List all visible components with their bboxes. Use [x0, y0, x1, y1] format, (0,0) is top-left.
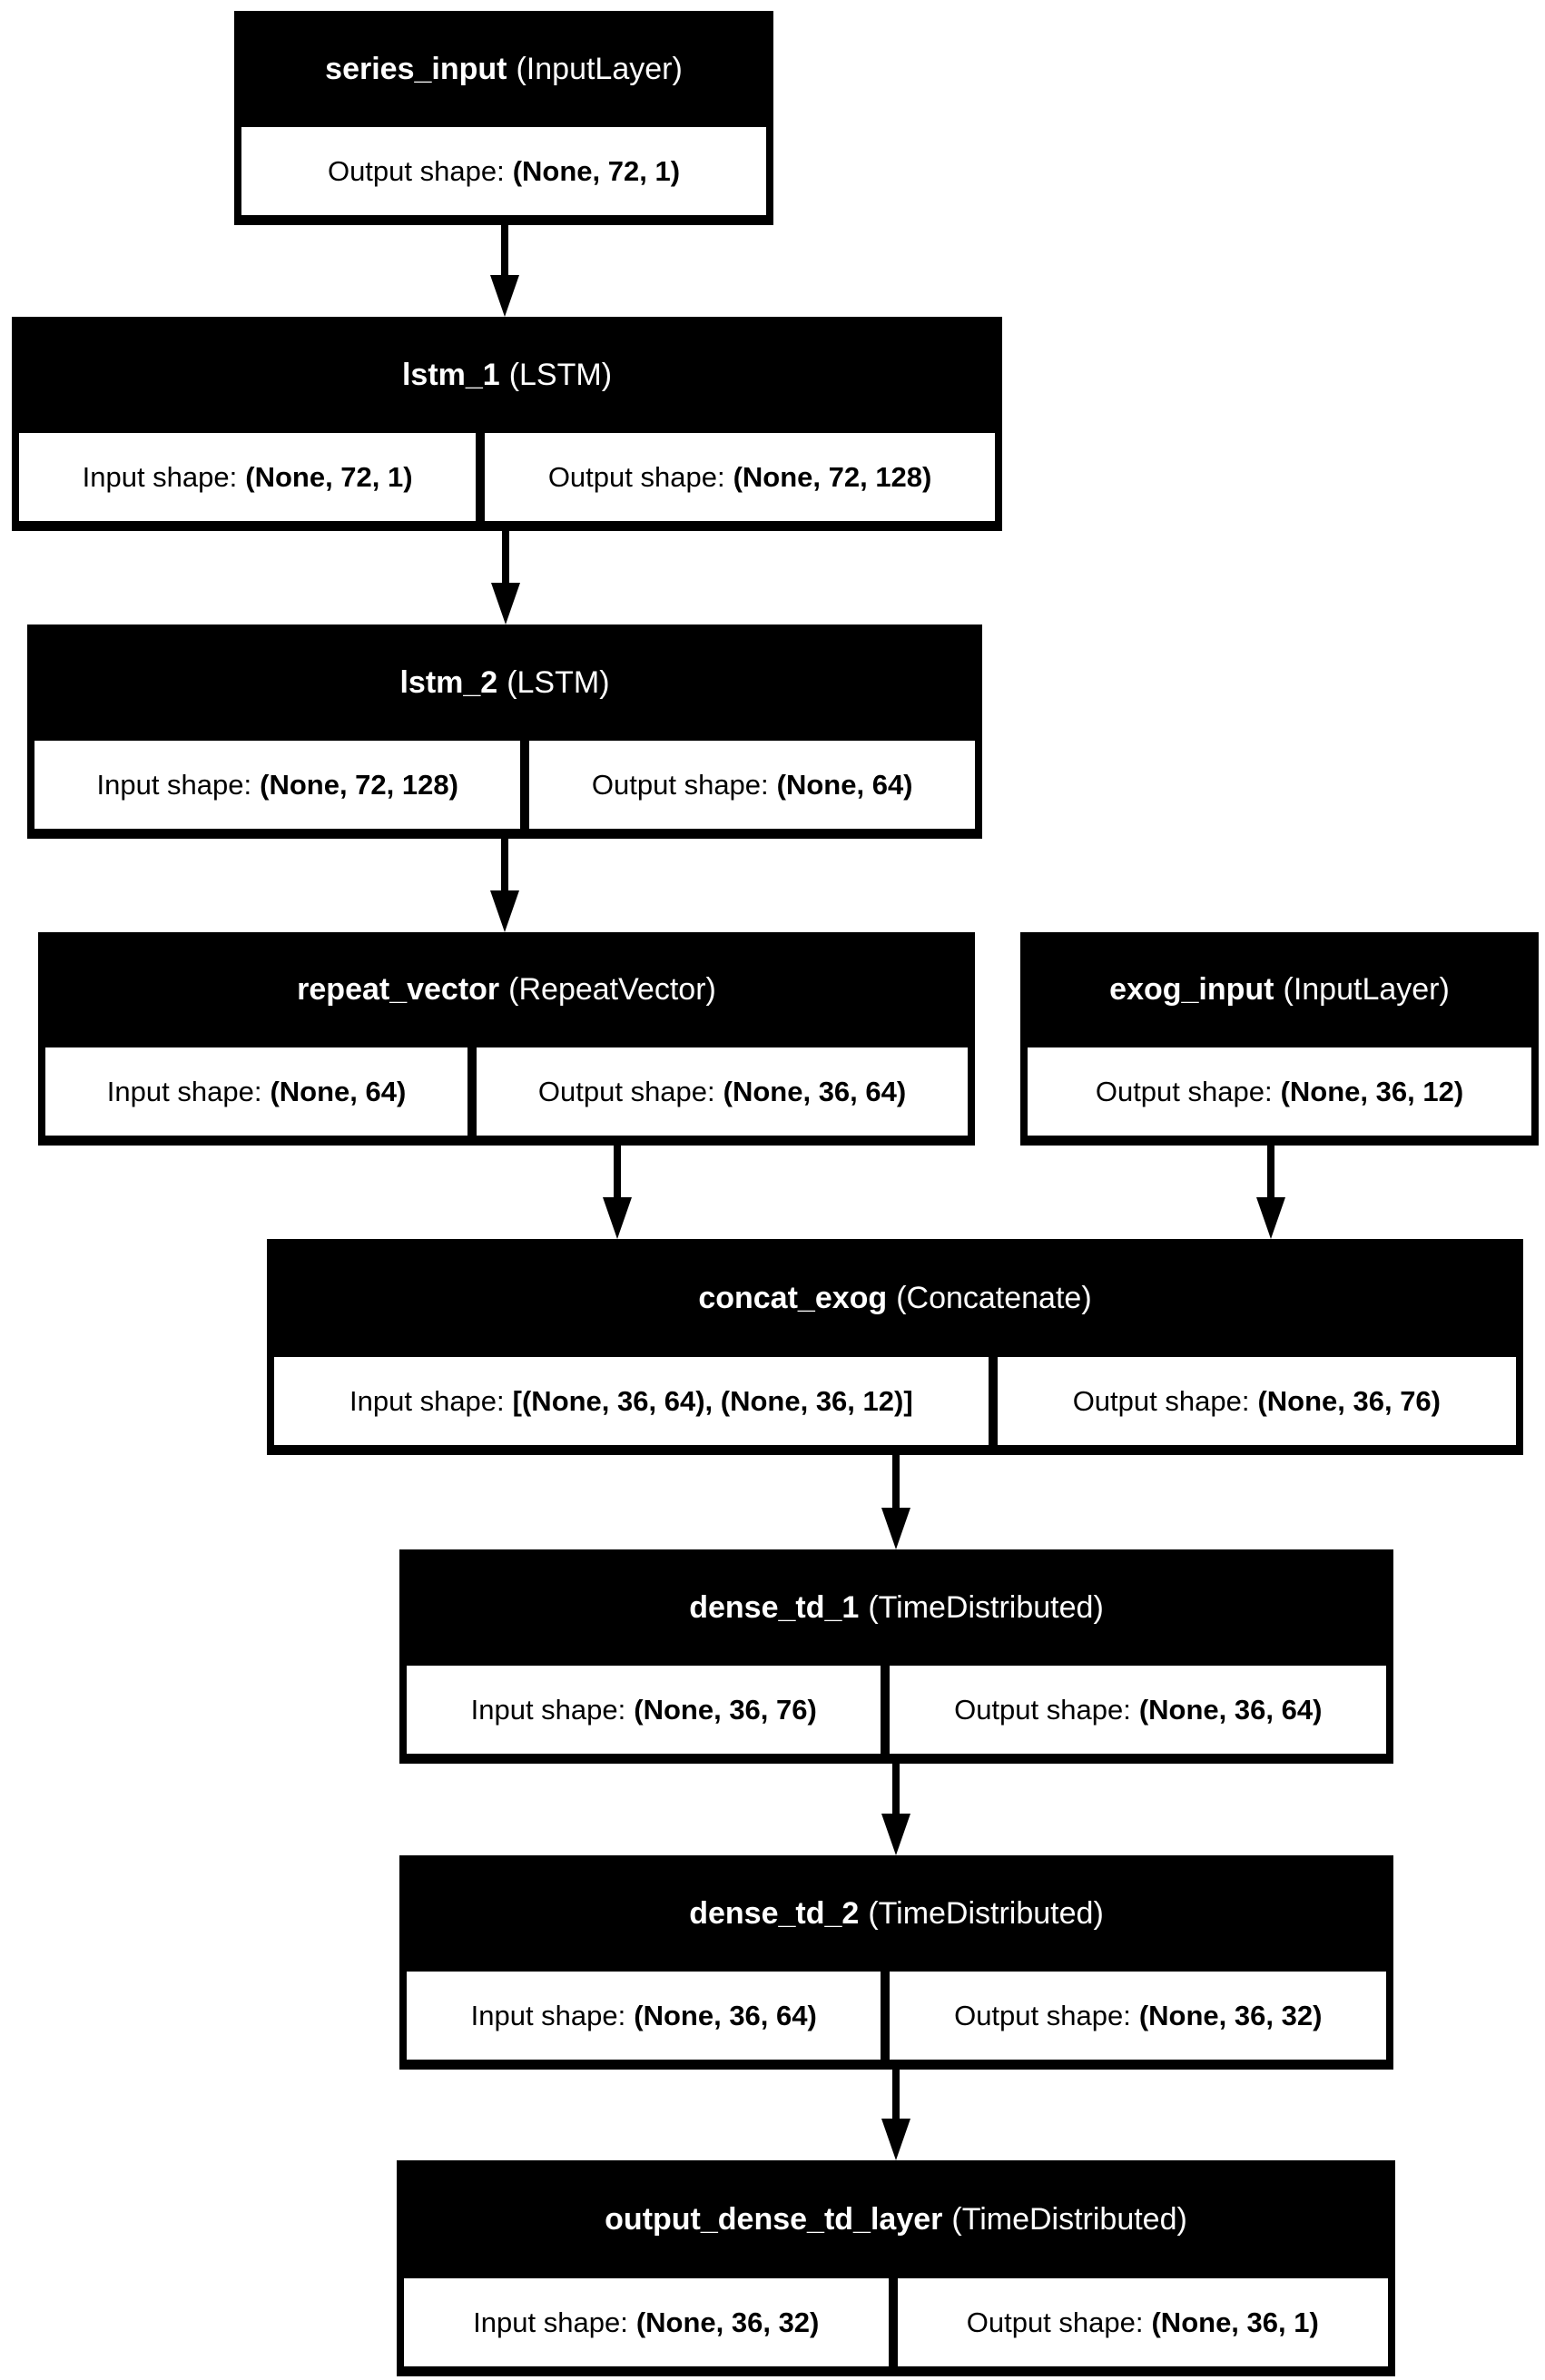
- output-shape-cell: Output shape: (None, 36, 76): [997, 1357, 1517, 1445]
- node-dense-td-2: dense_td_2 (TimeDistributed) Input shape…: [399, 1855, 1393, 2070]
- output-shape-cell: Output shape: (None, 64): [529, 741, 975, 829]
- node-repeat-vector: repeat_vector (RepeatVector) Input shape…: [38, 932, 975, 1146]
- output-shape-cell: Output shape: (None, 36, 64): [477, 1047, 968, 1136]
- shape-cells: Input shape: (None, 36, 64) Output shape…: [407, 1972, 1387, 2060]
- output-shape-cell: Output shape: (None, 72, 1): [241, 127, 766, 215]
- layer-type: (LSTM): [507, 664, 610, 700]
- layer-name: concat_exog: [698, 1280, 888, 1315]
- arrowhead-icon: [1256, 1197, 1285, 1239]
- edge-line: [892, 1455, 900, 1508]
- layer-type: (RepeatVector): [508, 972, 716, 1007]
- layer-type: (InputLayer): [1283, 972, 1450, 1007]
- edge-dense-td-1-to-dense-td-2: [881, 1764, 910, 1855]
- shape-cells: Input shape: (None, 64) Output shape: (N…: [45, 1047, 968, 1136]
- node-dense-td-1: dense_td_1 (TimeDistributed) Input shape…: [399, 1549, 1393, 1764]
- node-title: lstm_2 (LSTM): [27, 625, 982, 741]
- shape-cells: Output shape: (None, 72, 1): [241, 127, 766, 215]
- node-title: exog_input (InputLayer): [1020, 932, 1539, 1047]
- node-lstm-1: lstm_1 (LSTM) Input shape: (None, 72, 1)…: [12, 317, 1002, 531]
- input-shape-cell: Input shape: (None, 36, 76): [407, 1666, 881, 1754]
- edge-lstm-1-to-lstm-2: [491, 531, 520, 625]
- input-shape-cell: Input shape: (None, 72, 1): [19, 433, 477, 521]
- edge-repeat-vector-to-concat-exog: [603, 1146, 632, 1239]
- edge-line: [614, 1146, 621, 1197]
- shape-cells: Input shape: [(None, 36, 64), (None, 36,…: [274, 1357, 1517, 1445]
- edge-line: [502, 531, 509, 583]
- node-title: lstm_1 (LSTM): [12, 317, 1002, 433]
- edge-dense-td-2-to-output-dense-td-layer: [881, 2070, 910, 2160]
- edge-line: [501, 839, 508, 890]
- output-shape-cell: Output shape: (None, 36, 32): [890, 1972, 1387, 2060]
- layer-type: (InputLayer): [516, 51, 683, 86]
- layer-type: (Concatenate): [896, 1280, 1092, 1315]
- node-exog-input: exog_input (InputLayer) Output shape: (N…: [1020, 932, 1539, 1146]
- arrowhead-icon: [491, 583, 520, 625]
- node-title: dense_td_1 (TimeDistributed): [399, 1549, 1393, 1666]
- node-title: repeat_vector (RepeatVector): [38, 932, 975, 1047]
- node-title: concat_exog (Concatenate): [267, 1239, 1523, 1357]
- node-lstm-2: lstm_2 (LSTM) Input shape: (None, 72, 12…: [27, 625, 982, 839]
- edge-line: [501, 225, 508, 275]
- node-concat-exog: concat_exog (Concatenate) Input shape: […: [267, 1239, 1523, 1455]
- input-shape-cell: Input shape: (None, 36, 64): [407, 1972, 881, 2060]
- node-series-input: series_input (InputLayer) Output shape: …: [234, 11, 773, 225]
- input-shape-cell: Input shape: (None, 36, 32): [404, 2278, 889, 2366]
- layer-name: series_input: [325, 51, 507, 86]
- edge-line: [892, 2070, 900, 2119]
- layer-type: (TimeDistributed): [951, 2201, 1187, 2237]
- node-title: output_dense_td_layer (TimeDistributed): [397, 2160, 1395, 2278]
- shape-cells: Input shape: (None, 72, 128) Output shap…: [34, 741, 975, 829]
- edge-line: [892, 1764, 900, 1814]
- input-shape-cell: Input shape: [(None, 36, 64), (None, 36,…: [274, 1357, 989, 1445]
- layer-name: repeat_vector: [297, 972, 500, 1007]
- node-output-dense-td-layer: output_dense_td_layer (TimeDistributed) …: [397, 2160, 1395, 2376]
- arrowhead-icon: [490, 275, 519, 317]
- layer-type: (TimeDistributed): [868, 1895, 1104, 1931]
- shape-cells: Input shape: (None, 72, 1) Output shape:…: [19, 433, 995, 521]
- layer-name: dense_td_2: [689, 1895, 860, 1931]
- layer-name: lstm_2: [399, 664, 498, 700]
- edge-series-input-to-lstm-1: [490, 225, 519, 317]
- shape-cells: Input shape: (None, 36, 76) Output shape…: [407, 1666, 1387, 1754]
- layer-name: lstm_1: [401, 357, 500, 392]
- edge-lstm-2-to-repeat-vector: [490, 839, 519, 932]
- input-shape-cell: Input shape: (None, 72, 128): [34, 741, 521, 829]
- output-shape-cell: Output shape: (None, 72, 128): [485, 433, 995, 521]
- layer-name: output_dense_td_layer: [605, 2201, 943, 2237]
- output-shape-cell: Output shape: (None, 36, 1): [897, 2278, 1388, 2366]
- layer-name: dense_td_1: [689, 1589, 860, 1625]
- output-shape-cell: Output shape: (None, 36, 64): [890, 1666, 1387, 1754]
- node-title: series_input (InputLayer): [234, 11, 773, 127]
- edge-concat-exog-to-dense-td-1: [881, 1455, 910, 1549]
- input-shape-cell: Input shape: (None, 64): [45, 1047, 468, 1136]
- layer-type: (TimeDistributed): [868, 1589, 1104, 1625]
- layer-name: exog_input: [1109, 972, 1274, 1007]
- node-title: dense_td_2 (TimeDistributed): [399, 1855, 1393, 1972]
- arrowhead-icon: [603, 1197, 632, 1239]
- arrowhead-icon: [881, 1814, 910, 1855]
- layer-type: (LSTM): [508, 357, 613, 392]
- shape-cells: Output shape: (None, 36, 12): [1028, 1047, 1531, 1136]
- arrowhead-icon: [490, 890, 519, 932]
- edge-exog-input-to-concat-exog: [1256, 1146, 1285, 1239]
- edge-line: [1267, 1146, 1274, 1197]
- arrowhead-icon: [881, 2119, 910, 2160]
- output-shape-cell: Output shape: (None, 36, 12): [1028, 1047, 1531, 1136]
- arrowhead-icon: [881, 1508, 910, 1549]
- shape-cells: Input shape: (None, 36, 32) Output shape…: [404, 2278, 1388, 2366]
